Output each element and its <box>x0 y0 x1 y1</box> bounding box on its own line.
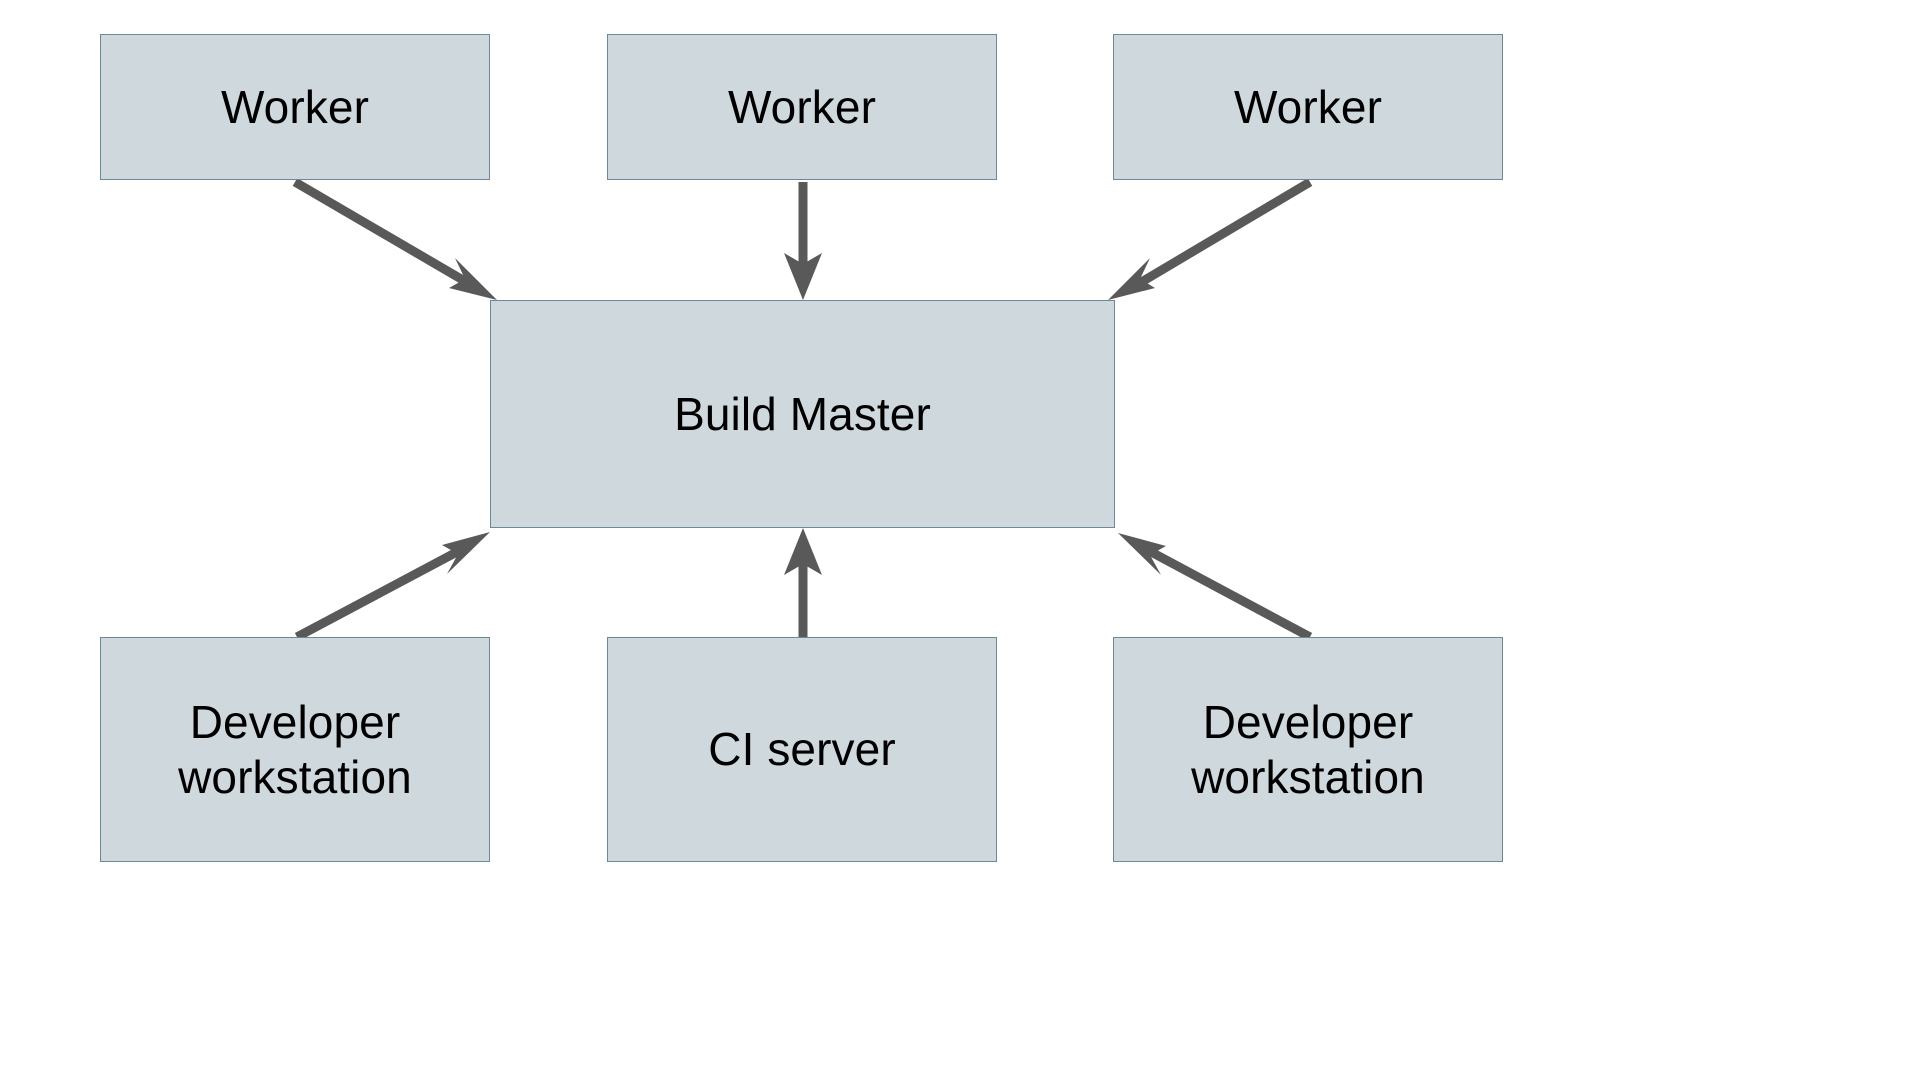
node-ci-server-label: CI server <box>708 723 896 776</box>
edge-worker-2-to-master <box>784 182 822 300</box>
node-worker-2[interactable]: Worker <box>607 34 997 180</box>
node-worker-3[interactable]: Worker <box>1113 34 1503 180</box>
node-developer-workstation-left[interactable]: Developer workstation <box>100 637 490 862</box>
node-developer-workstation-left-label: Developer workstation <box>178 696 412 803</box>
node-worker-1[interactable]: Worker <box>100 34 490 180</box>
edge-ci-server-to-master <box>784 528 822 637</box>
edge-dev-ws-right-to-master <box>1118 533 1313 641</box>
node-ci-server[interactable]: CI server <box>607 637 997 862</box>
edge-dev-ws-left-to-master <box>294 532 490 641</box>
edge-worker-3-to-master <box>1108 178 1313 300</box>
node-developer-workstation-right[interactable]: Developer workstation <box>1113 637 1503 862</box>
node-worker-1-label: Worker <box>221 80 369 133</box>
node-worker-3-label: Worker <box>1234 80 1382 133</box>
node-build-master[interactable]: Build Master <box>490 300 1115 528</box>
node-developer-workstation-right-label: Developer workstation <box>1191 696 1425 803</box>
node-build-master-label: Build Master <box>674 387 931 440</box>
edge-worker-1-to-master <box>292 178 497 300</box>
node-worker-2-label: Worker <box>728 80 876 133</box>
